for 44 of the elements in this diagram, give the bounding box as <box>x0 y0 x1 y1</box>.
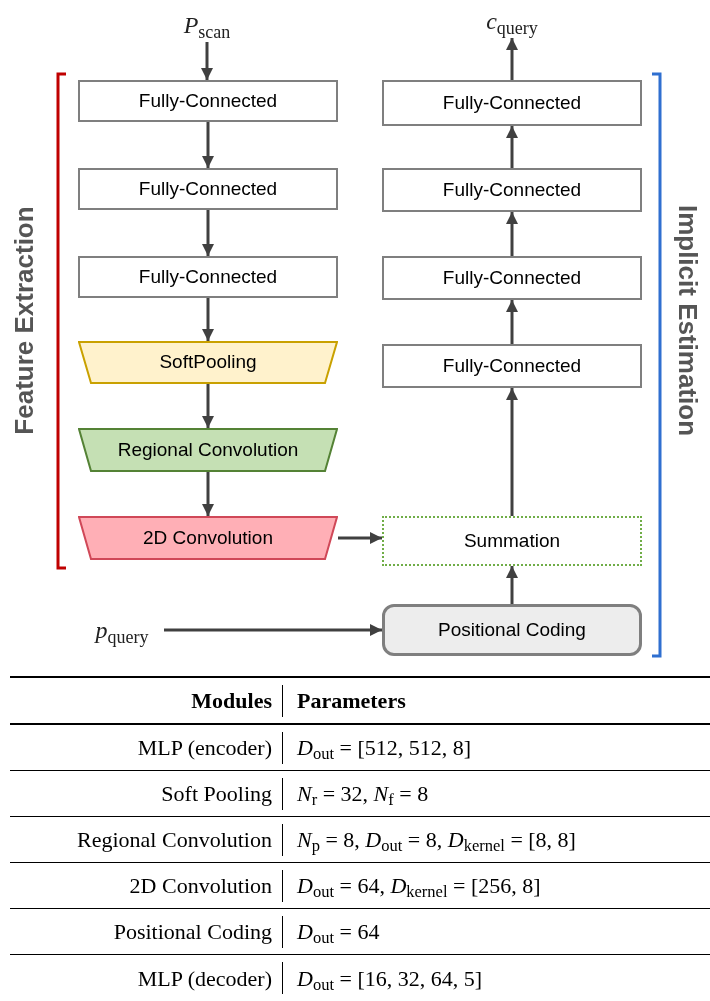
table-cell: D$_{out}$ = [16, 32, 64, 5] <box>297 965 483 991</box>
arrow <box>506 126 518 168</box>
table-cell: Parameters <box>297 688 406 713</box>
layer-box: Fully-Connected <box>382 168 642 212</box>
table-cell-text: 2D Convolution <box>129 872 272 900</box>
math-symbol: P$_{scan}$ <box>160 8 254 42</box>
table-cell-text: MLP (encoder) <box>137 734 272 762</box>
layer-box: Fully-Connected <box>78 80 338 122</box>
table-cell: D$_{out}$ = 64 <box>297 919 380 944</box>
arrow <box>506 388 518 516</box>
arrow <box>506 212 518 256</box>
arrow <box>338 532 382 544</box>
coding-box: Positional Coding <box>382 604 642 656</box>
layer-box: Fully-Connected <box>382 80 642 126</box>
table-cell-text: Positional Coding <box>113 918 272 946</box>
layer-box: Fully-Connected <box>78 168 338 210</box>
math-symbol: c$_{query}$ <box>465 4 559 38</box>
table-cell-text: Regional Convolution <box>77 826 272 854</box>
table-cell: D$_{out}$ = [512, 512, 8] <box>297 735 472 760</box>
arrow <box>506 300 518 344</box>
table-cell-text: Modules <box>191 687 272 715</box>
arrow <box>506 566 518 604</box>
section-label: Implicit Estimation <box>672 204 705 436</box>
table-cell: D$_{out}$ = 64, D$_{kernel}$ = [256, 8] <box>297 873 541 898</box>
section-label: Feature Extraction <box>7 205 40 435</box>
arrow <box>202 384 214 428</box>
table-cell-text: MLP (decoder) <box>137 964 272 993</box>
table-cell-text: Soft Pooling <box>161 780 272 808</box>
trapezoid-box: SoftPooling <box>78 341 338 384</box>
arrow <box>202 122 214 168</box>
trapezoid-box: 2D Convolution <box>78 516 338 560</box>
layer-box: Fully-Connected <box>382 256 642 300</box>
trapezoid-box: Regional Convolution <box>78 428 338 472</box>
math-symbol: p$_{query}$ <box>80 612 164 648</box>
arrow <box>201 42 213 80</box>
arrow <box>506 38 518 80</box>
layer-box: Fully-Connected <box>78 256 338 298</box>
arrow <box>202 298 214 341</box>
summation-box: Summation <box>382 516 642 566</box>
arrow <box>202 210 214 256</box>
arrow <box>164 624 382 636</box>
layer-box: Fully-Connected <box>382 344 642 388</box>
table-cell: N$_{r}$ = 32, N$_{f}$ = 8 <box>297 781 429 806</box>
arrow <box>202 472 214 516</box>
